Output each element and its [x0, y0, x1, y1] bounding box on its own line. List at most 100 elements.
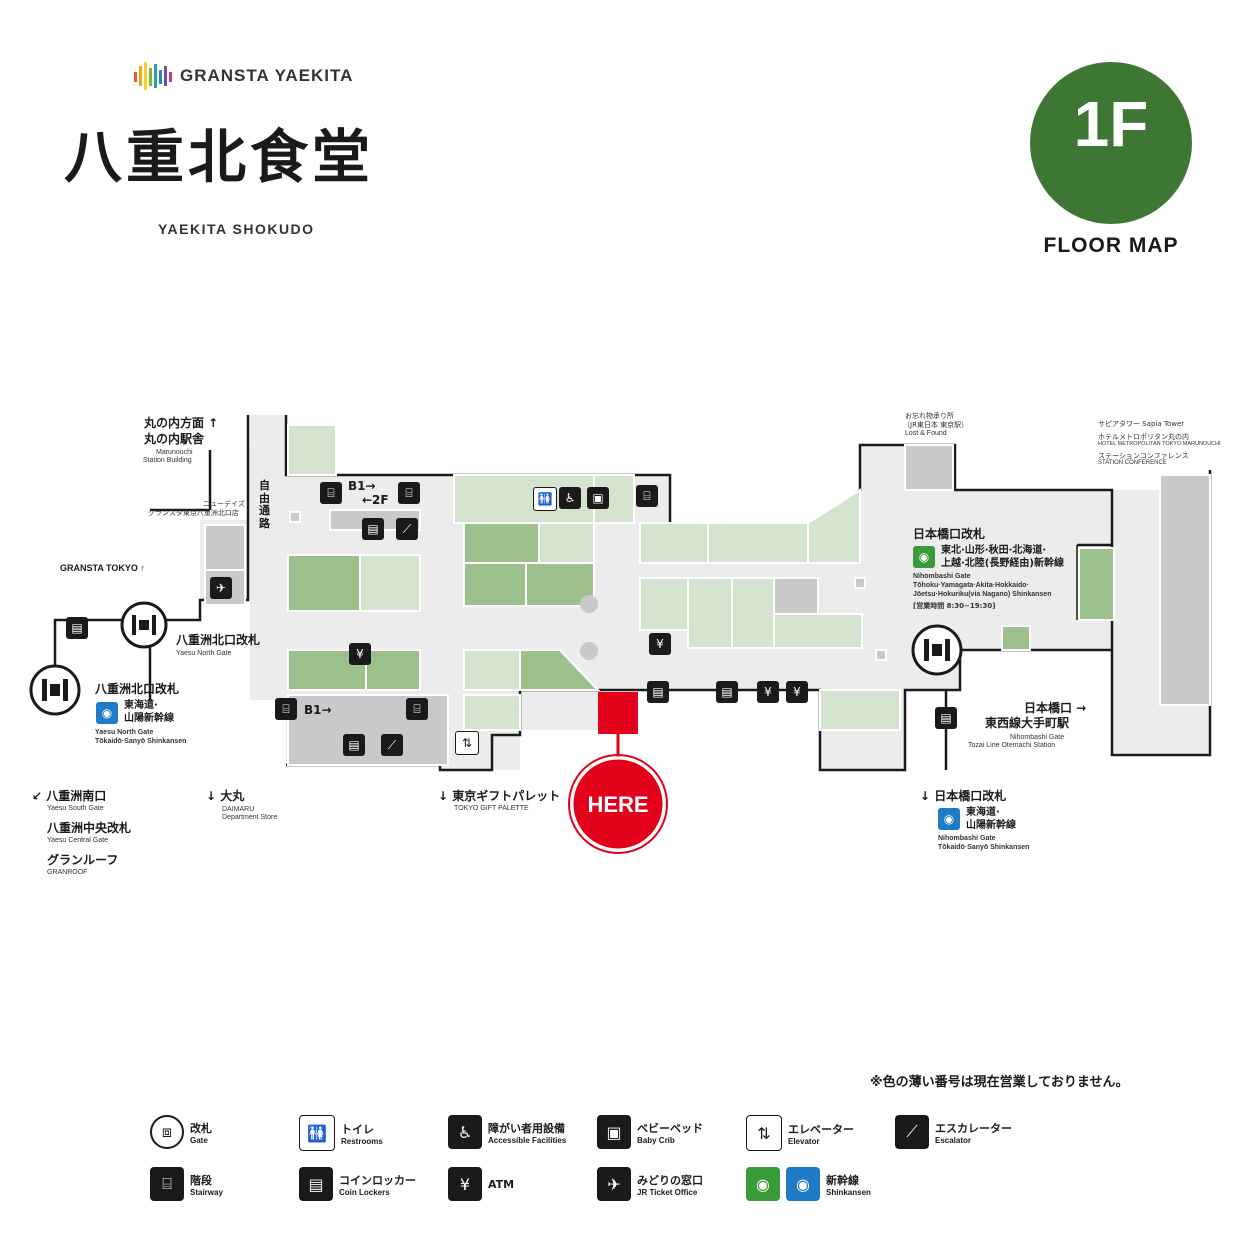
stairs-icon: ⌸	[636, 485, 658, 507]
shinkansen-green-icon: ◉	[746, 1167, 780, 1201]
nihombashi-south-en2: Tōkaidō·Sanyō Shinkansen	[938, 844, 1030, 851]
yaesu-north2-en1: Yaesu North Gate	[95, 729, 154, 736]
escalator-icon: ⟋	[396, 518, 418, 540]
facilities	[204, 444, 1211, 766]
legend-label-en: Escalator	[935, 1135, 972, 1145]
yaesu-central-jp: 八重洲中央改札	[47, 821, 132, 835]
hotel-jp: ホテルメトロポリタン丸の内	[1098, 433, 1189, 441]
legend-label: 障がい者用設備	[488, 1121, 565, 1135]
legend-label: ATM	[488, 1177, 515, 1191]
nihombashi-south-jp: ↓ 日本橋口改札	[920, 789, 1007, 803]
legend-label-en: Gate	[190, 1135, 208, 1145]
baby-crib-icon: ▣	[597, 1115, 631, 1149]
tokaido-south-1: 東海道·	[966, 807, 1000, 818]
elevator-icon: ⇅	[746, 1115, 782, 1151]
atm-icon: ¥	[786, 681, 808, 703]
page-subtitle: YAEKITA SHOKUDO	[158, 221, 315, 237]
nihombashi-en1: Nihombashi Gate	[913, 573, 971, 580]
tozai-line-jp: 東西線大手町駅	[985, 716, 1070, 730]
legend-label: エレベーター	[788, 1122, 854, 1136]
yaesu-north-gate-jp: 八重洲北口改札	[176, 633, 261, 647]
newdays-sub: グランスタ東京八重洲北口店	[148, 509, 239, 517]
shinkansen-blue-icon: ◉	[786, 1167, 820, 1201]
shinkansen-north-2: 上越·北陸(長野経由)新幹線	[941, 558, 1064, 569]
marunouchi-station-label: 丸の内駅舎	[144, 432, 205, 446]
legend-label-en: JR Ticket Office	[637, 1187, 698, 1197]
atm-icon: ¥	[649, 633, 671, 655]
yaesu-north-gate2-jp: 八重洲北口改札	[95, 682, 180, 696]
accessible-icon: ♿	[559, 487, 581, 509]
shinkansen-green-icon: ◉	[913, 546, 935, 568]
conference-en: STATION CONFERENCE	[1098, 460, 1167, 466]
escalator-icon: ⟋	[895, 1115, 929, 1149]
legend-atm: ¥ ATM	[448, 1167, 514, 1201]
tokaido-south-2: 山陽新幹線	[966, 820, 1016, 831]
brand-name: GRANSTA YAEKITA	[180, 66, 354, 85]
lost-found-jp1: お忘れ物承り所	[905, 412, 954, 420]
hotel-en: HOTEL METROPOLITAN TOKYO MARUNOUCHI	[1098, 441, 1221, 447]
floor-badge	[1030, 62, 1192, 224]
lost-found-en: Lost & Found	[905, 430, 947, 437]
legend-label-en: Accessible Facilities	[488, 1135, 567, 1145]
nihombashi-exit-jp: 日本橋口 →	[1024, 701, 1087, 715]
nihombashi-en3: Jōetsu·Hokuriku(via Nagano) Shinkansen	[913, 591, 1052, 598]
stairs-icon: ⌸	[398, 482, 420, 504]
legend-label: 改札	[190, 1121, 212, 1135]
tozai-en2: Tozai Line Otemachi Station	[968, 742, 1056, 749]
legend-label: ベビーベッド	[637, 1121, 703, 1135]
legend-label: エスカレーター	[935, 1121, 1012, 1135]
marunouchi-en: Marunouchi	[156, 449, 193, 456]
daimaru-en2: Department Store	[222, 814, 278, 821]
marunouchi-en2: Station Building	[143, 457, 192, 464]
brand-logo: GRANSTA YAEKITA	[134, 62, 353, 90]
coin-locker-icon: ▤	[935, 707, 957, 729]
legend-label: 新幹線	[826, 1173, 859, 1187]
gate-icon: ⧈	[150, 1115, 184, 1149]
nihombashi-south-en1: Nihombashi Gate	[938, 835, 996, 842]
accessible-icon: ♿	[448, 1115, 482, 1149]
atm-icon: ¥	[757, 681, 779, 703]
closed-shops-note: ※色の薄い番号は現在営業しておりません。	[870, 1075, 1129, 1090]
legend-label-en: Elevator	[788, 1136, 820, 1146]
gift-palette-jp: ↓ 東京ギフトパレット	[438, 789, 561, 803]
nihombashi-en2: Tōhoku·Yamagata·Akita·Hokkaido·	[913, 582, 1029, 589]
yaesu-north-gate-en: Yaesu North Gate	[176, 650, 232, 657]
restroom-icon: 🚻	[299, 1115, 335, 1151]
coin-locker-icon: ▤	[299, 1167, 333, 1201]
granroof-jp: グランルーフ	[47, 853, 119, 867]
page-title: 八重北食堂	[64, 123, 375, 191]
daimaru-en1: DAIMARU	[222, 806, 255, 813]
here-marker	[570, 756, 666, 852]
atm-icon: ¥	[448, 1167, 482, 1201]
legend-label-en: Baby Crib	[637, 1135, 675, 1145]
b1-down-label: B1→	[304, 703, 332, 717]
granroof-en: GRANROOF	[47, 869, 88, 876]
baby-crib-icon: ▣	[587, 487, 609, 509]
legend-label: トイレ	[341, 1122, 374, 1136]
legend-label-en: Coin Lockers	[339, 1187, 390, 1197]
tokaido-label: 東海道·	[124, 700, 158, 711]
conference-jp: ステーションコンファレンス	[1098, 452, 1189, 460]
legend-label: みどりの窓口	[637, 1173, 703, 1187]
atm-icon: ¥	[349, 643, 371, 665]
here-block	[598, 692, 638, 734]
legend-label-en: Restrooms	[341, 1136, 383, 1146]
stairs-icon: ⌸	[275, 698, 297, 720]
gate-glyphs	[42, 615, 950, 701]
here-label: HERE	[587, 792, 649, 817]
legend-label: 階段	[190, 1173, 212, 1187]
daimaru-jp: ↓ 大丸	[206, 789, 245, 803]
coin-locker-icon: ▤	[66, 617, 88, 639]
escalator-icon: ⟋	[381, 734, 403, 756]
nihombashi-gate-jp: 日本橋口改札	[913, 527, 986, 541]
shinkansen-blue-icon: ◉	[938, 808, 960, 830]
b1-label: B1→	[348, 479, 376, 493]
shinkansen-north-1: 東北·山形·秋田·北海道·	[941, 545, 1047, 556]
